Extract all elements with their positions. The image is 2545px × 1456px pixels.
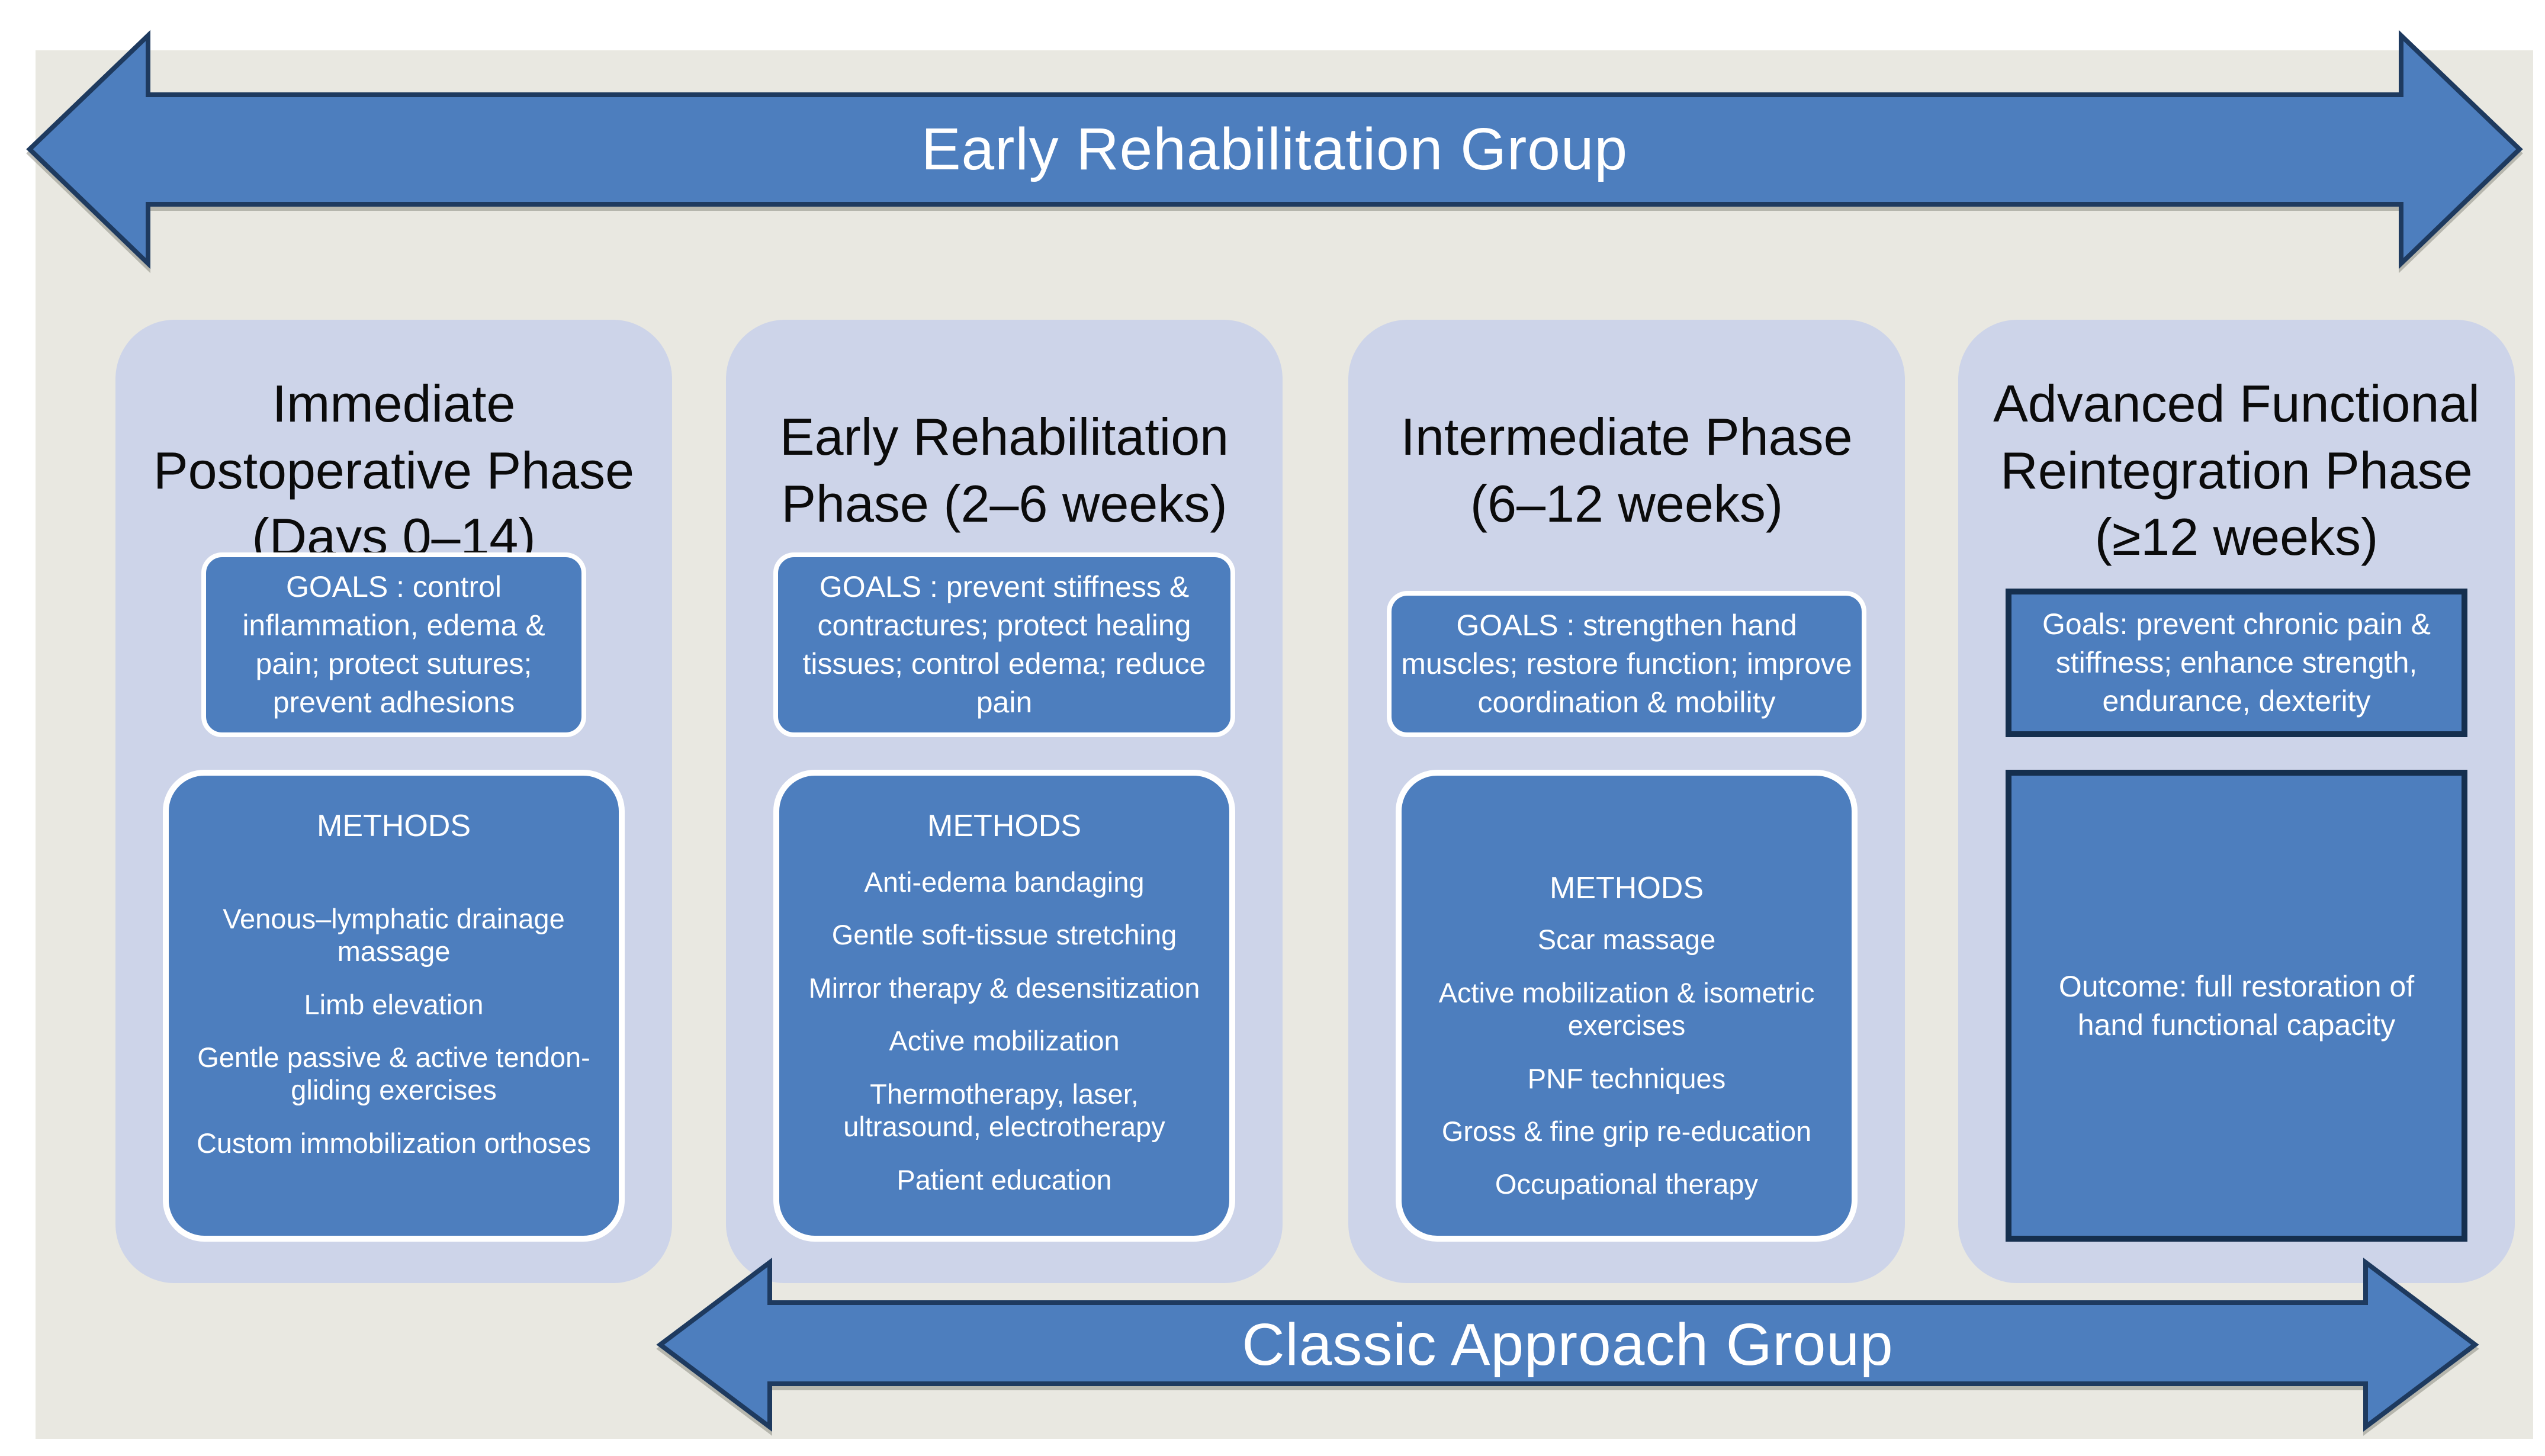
- method-item: Gentle soft-tissue stretching: [831, 919, 1177, 951]
- method-item: Mirror therapy & desensitization: [808, 972, 1200, 1004]
- phase-title: Intermediate Phase (6–12 weeks): [1400, 407, 1853, 533]
- double-arrow-shape: [26, 30, 2523, 269]
- classic-approach-group-arrow: [656, 1257, 2479, 1432]
- early-rehab-group-arrow: [26, 30, 2523, 269]
- method-item: Venous–lymphatic drainage massage: [223, 902, 565, 968]
- methods-box: METHODS Scar massage Active mobilization…: [1396, 770, 1858, 1242]
- method-item: Active mobilization: [889, 1025, 1120, 1057]
- method-item: Thermotherapy, laser, ultrasound, electr…: [843, 1078, 1165, 1143]
- methods-box: METHODS Anti-edema bandaging Gentle soft…: [773, 770, 1235, 1242]
- goals-box: GOALS : prevent stiffness & contractures…: [773, 552, 1235, 737]
- method-item: Gentle passive & active tendon-gliding e…: [197, 1042, 590, 1106]
- goals-area: GOALS : control inflammation, edema & pa…: [115, 552, 672, 737]
- method-item: Limb elevation: [304, 988, 484, 1020]
- double-arrow-shape: [656, 1257, 2479, 1432]
- method-item: Active mobilization & isometric exercise…: [1438, 976, 1815, 1042]
- phase-column-advanced-functional: Advanced Functional Reintegration Phase …: [1958, 320, 2515, 1283]
- method-item: Gross & fine grip re-education: [1441, 1115, 1812, 1147]
- methods-list: Scar massage Active mobilization & isome…: [1416, 906, 1837, 1218]
- goals-box: GOALS : strengthen hand muscles; restore…: [1387, 591, 1866, 737]
- methods-heading: METHODS: [317, 809, 471, 843]
- methods-heading: METHODS: [1550, 871, 1704, 905]
- methods-heading: METHODS: [927, 809, 1081, 843]
- outcome-box: Outcome: full restoration of hand functi…: [2006, 770, 2467, 1242]
- phase-title: Early Rehabilitation Phase (2–6 weeks): [779, 407, 1229, 533]
- method-item: Scar massage: [1537, 924, 1716, 956]
- goals-area: GOALS : strengthen hand muscles; restore…: [1348, 589, 1905, 737]
- goals-box: Goals: prevent chronic pain & stiffness;…: [2006, 589, 2467, 737]
- method-item: Patient education: [896, 1163, 1112, 1195]
- method-item: PNF techniques: [1527, 1062, 1726, 1094]
- phase-column-early-rehabilitation: Early Rehabilitation Phase (2–6 weeks) G…: [726, 320, 1283, 1283]
- methods-list: Anti-edema bandaging Gentle soft-tissue …: [794, 844, 1214, 1218]
- classic-approach-group-label: Classic Approach Group: [1242, 1311, 1894, 1378]
- phase-title: Advanced Functional Reintegration Phase …: [1993, 374, 2480, 567]
- goals-area: Goals: prevent chronic pain & stiffness;…: [1958, 589, 2515, 737]
- phase-column-immediate-postoperative: Immediate Postoperative Phase (Days 0–14…: [115, 320, 672, 1283]
- phase-column-intermediate: Intermediate Phase (6–12 weeks) GOALS : …: [1348, 320, 1905, 1283]
- early-rehab-group-label: Early Rehabilitation Group: [921, 116, 1628, 182]
- goals-box: GOALS : control inflammation, edema & pa…: [201, 552, 586, 737]
- methods-list: Venous–lymphatic drainage massage Limb e…: [184, 844, 604, 1218]
- method-item: Anti-edema bandaging: [864, 866, 1145, 898]
- methods-box: METHODS Venous–lymphatic drainage massag…: [163, 770, 625, 1242]
- method-item: Occupational therapy: [1495, 1168, 1759, 1200]
- goals-area: GOALS : prevent stiffness & contractures…: [726, 552, 1283, 737]
- method-item: Custom immobilization orthoses: [196, 1127, 592, 1159]
